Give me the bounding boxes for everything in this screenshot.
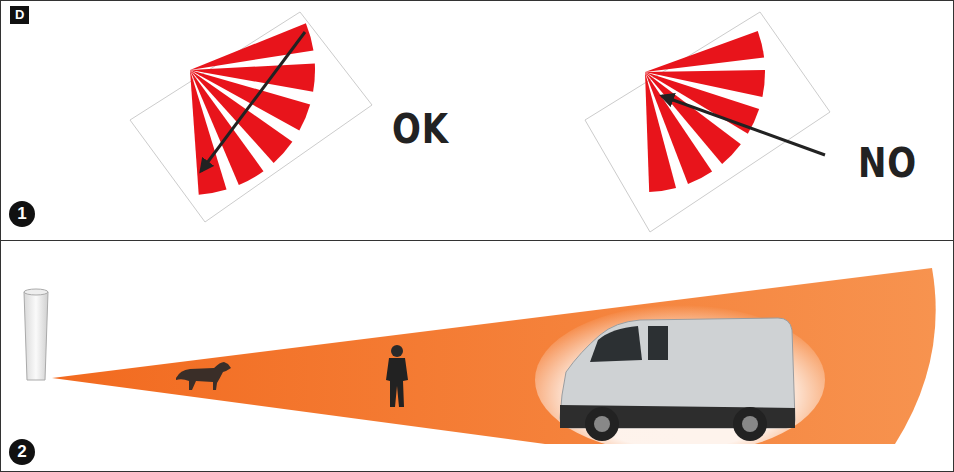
walk-arrow [201,32,305,171]
van [535,305,825,455]
floor-plane [130,12,372,222]
floor-plane [585,12,830,232]
detection-zone [645,72,676,192]
detection-zone [190,70,227,195]
no-label: NO [858,140,917,186]
walk-arrow [662,96,825,155]
figure-letter: D [10,6,29,24]
dog [176,362,231,390]
detection-zone [645,31,764,72]
sensor [24,289,48,380]
divider [0,240,954,241]
person [386,345,408,407]
callout-number: 1 [9,201,35,227]
ok-label: OK [392,106,449,152]
callout-number: 2 [9,439,35,465]
